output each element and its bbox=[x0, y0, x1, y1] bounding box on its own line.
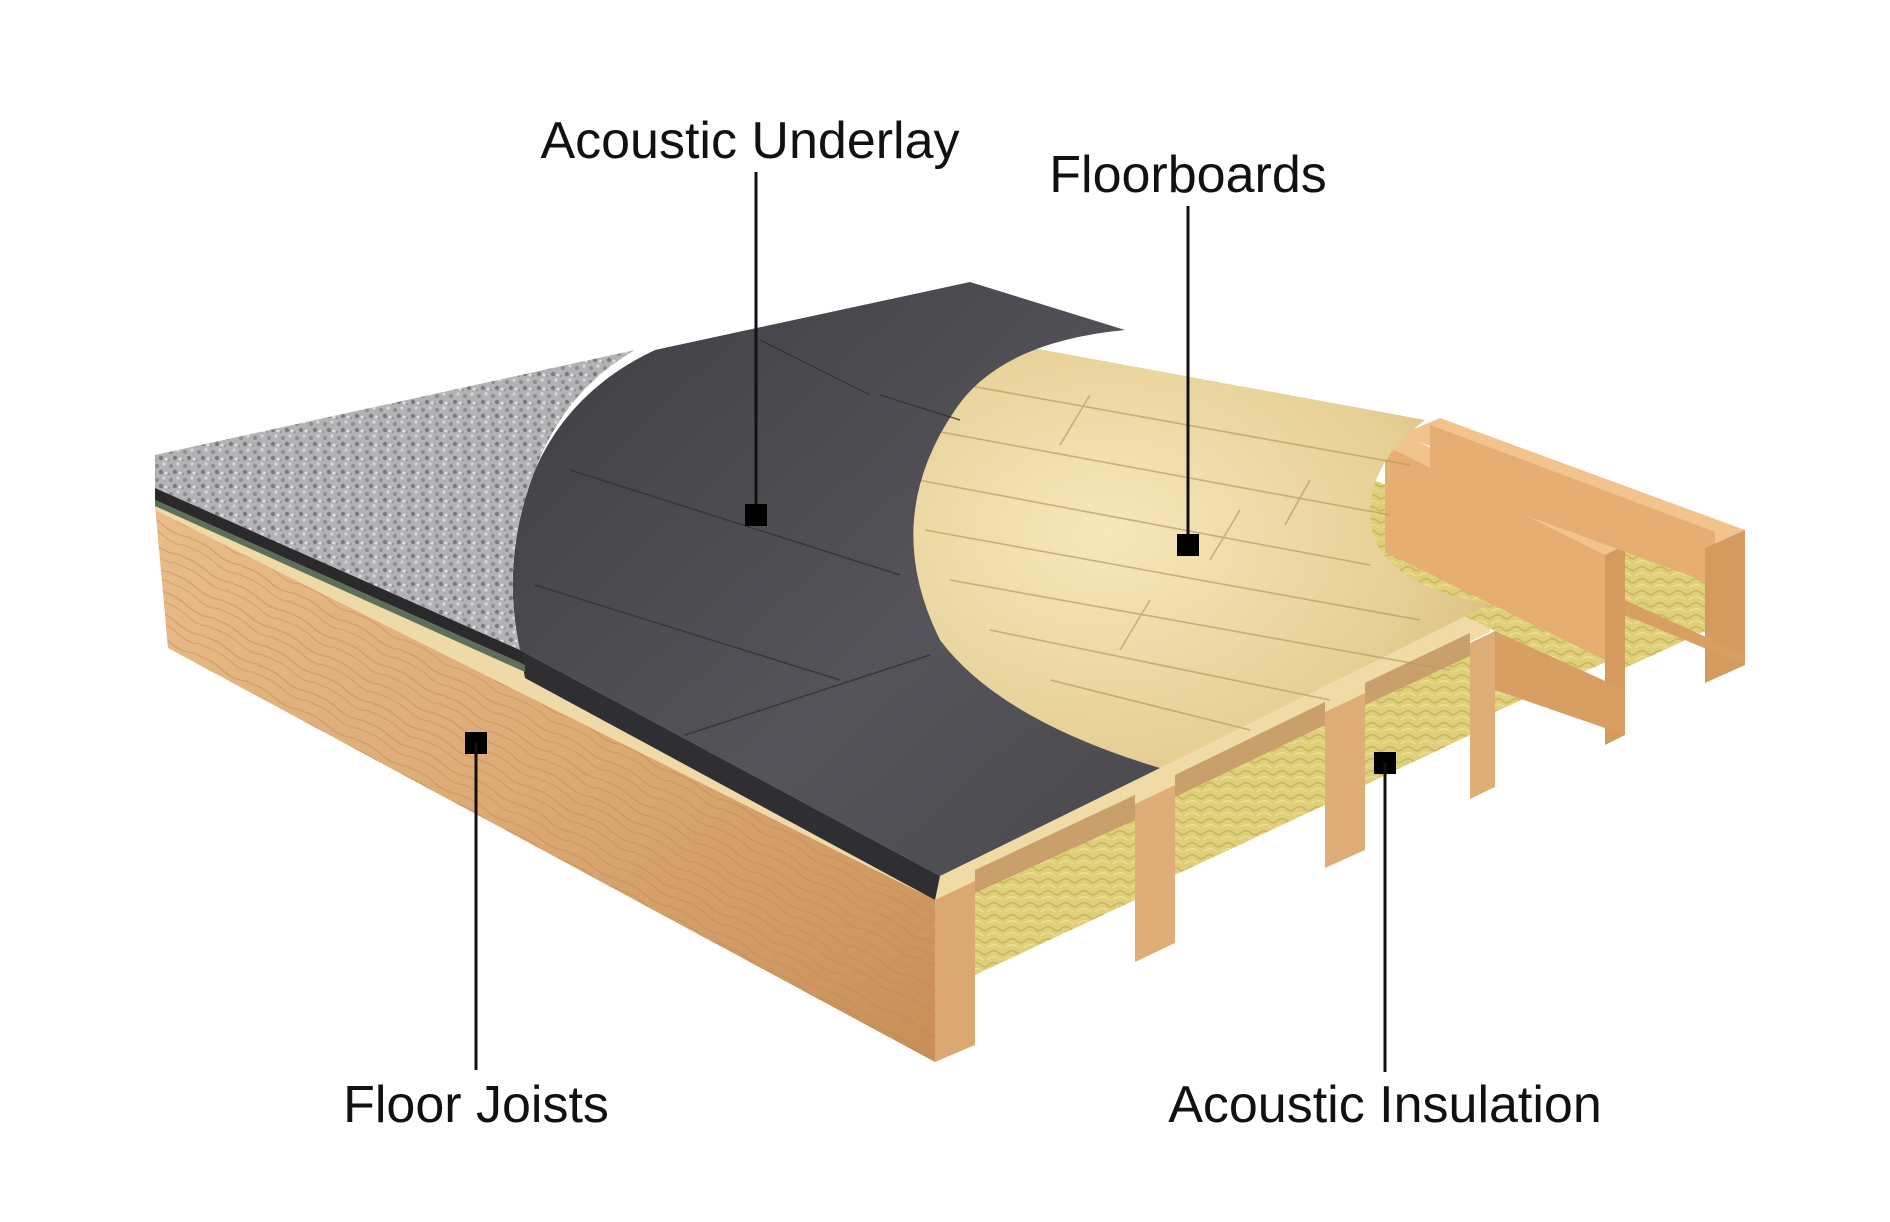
floor-joists-grain bbox=[155, 505, 935, 1062]
marker-acoustic-underlay bbox=[745, 504, 767, 526]
label-floor-joists: Floor Joists bbox=[343, 1076, 609, 1134]
insulation-cavity-3 bbox=[1365, 643, 1470, 785]
exposed-joist-b-side bbox=[1430, 425, 1715, 585]
exposed-joist-bottom-1 bbox=[1495, 631, 1625, 735]
floor-structure bbox=[155, 282, 1745, 1062]
joist-3 bbox=[1325, 693, 1365, 868]
speckled-underlay-edge bbox=[155, 488, 525, 665]
cavity-2-top bbox=[1175, 702, 1325, 797]
marker-floorboards bbox=[1177, 534, 1199, 556]
callout-acoustic-insulation: Acoustic Insulation bbox=[1168, 752, 1602, 1134]
insulation-cavity-1 bbox=[975, 804, 1135, 975]
underlay-edge bbox=[520, 650, 940, 900]
joist-2 bbox=[1135, 785, 1175, 962]
joist-cross-section bbox=[935, 604, 1495, 1062]
exposed-joist-a-side bbox=[1385, 445, 1605, 660]
callout-floorboards: Floorboards bbox=[1049, 146, 1327, 556]
exposed-joist-bottom-2 bbox=[1625, 600, 1745, 665]
label-acoustic-insulation: Acoustic Insulation bbox=[1168, 1076, 1602, 1134]
cavity-1-top bbox=[975, 795, 1135, 893]
floorboard-seams bbox=[917, 384, 1451, 731]
joist-1 bbox=[935, 881, 975, 1062]
joist-4 bbox=[1470, 631, 1495, 799]
insulation-cavity-2 bbox=[1175, 712, 1325, 875]
underlay-seams bbox=[534, 339, 961, 736]
exposed-joists bbox=[1360, 418, 1745, 745]
acoustic-underlay-mat bbox=[512, 282, 1160, 876]
label-acoustic-underlay: Acoustic Underlay bbox=[540, 112, 959, 170]
speckled-underlay bbox=[155, 350, 635, 650]
label-floorboards: Floorboards bbox=[1049, 146, 1326, 204]
cavity-3-top bbox=[1365, 633, 1470, 705]
callout-acoustic-underlay: Acoustic Underlay bbox=[540, 112, 960, 526]
green-membrane-edge bbox=[155, 500, 525, 672]
callout-floor-joists: Floor Joists bbox=[343, 732, 609, 1134]
